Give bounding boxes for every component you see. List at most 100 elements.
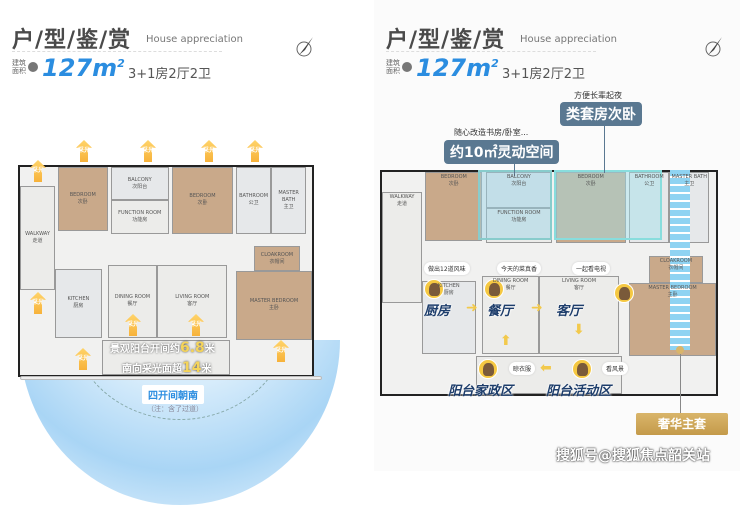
- balcony-south: [101, 339, 231, 375]
- sun-arrow: 采光: [30, 160, 46, 182]
- room-label-en: FUNCTION ROOM: [118, 209, 162, 216]
- room-label-zh: 主卧: [667, 292, 678, 298]
- zone-label: 阳台活动区: [546, 384, 612, 399]
- area-label: 建筑面积: [386, 59, 400, 75]
- left-panel: 户/型/鉴/赏 House appreciation 建筑面积 127m2 3+…: [0, 0, 372, 505]
- room-label-zh: 次卧: [197, 200, 208, 207]
- zone-label: 餐厅: [487, 304, 514, 319]
- balcony-south: [475, 356, 623, 394]
- room-label-en: LIVING ROOM: [562, 278, 597, 285]
- room-label-zh: 衣帽间: [269, 258, 285, 265]
- speech-bubble: 看风景: [602, 362, 629, 375]
- suite-bedroom-callout: 类套房次卧: [560, 102, 642, 126]
- speech-bubble: 一起看电视: [572, 262, 611, 275]
- master-suite-badge: 奢华主套: [636, 413, 728, 435]
- room-label-en: KITCHEN: [67, 296, 90, 303]
- compass-icon: [296, 37, 313, 57]
- width-dimension-line: [20, 376, 322, 380]
- area-icon: [28, 62, 38, 72]
- flex-space-highlight: [478, 170, 552, 240]
- room-label-zh: 公卫: [644, 181, 655, 187]
- flex-space-callout: 约10㎡灵动空间: [444, 140, 560, 164]
- page-subtitle: House appreciation: [520, 34, 617, 45]
- speech-bubble: 晾衣服: [509, 362, 536, 375]
- south-width-label: 南向采光面超14米: [122, 360, 212, 376]
- room-label-zh: 次阳台: [511, 181, 527, 187]
- room-label-zh: 主卧: [269, 305, 280, 312]
- room-label-zh: 餐厅: [505, 285, 516, 292]
- area-value: 127m2: [416, 54, 499, 82]
- arrow-down-icon: ⬇: [573, 322, 585, 338]
- room-label-en: BEDROOM: [189, 193, 216, 200]
- room-label-zh: 走道: [32, 237, 43, 244]
- room-label-zh: 客厅: [187, 301, 198, 308]
- callout-line: [680, 354, 681, 413]
- sun-arrow: 采光: [75, 348, 91, 370]
- master-marker: [676, 346, 684, 354]
- divider: [12, 51, 222, 52]
- master-light-strip: [670, 170, 690, 350]
- room-label-zh: 功能房: [132, 216, 148, 223]
- right-panel: 户/型/鉴/赏 House appreciation 建筑面积 127m2 3+…: [374, 0, 740, 471]
- room-label-en: BALCONY: [127, 176, 152, 183]
- compass-icon: [705, 37, 722, 57]
- sun-arrow: 采光: [76, 140, 92, 162]
- room-label-zh: 次阳台: [132, 183, 148, 190]
- room-label-en: BEDROOM: [69, 192, 96, 199]
- sun-arrow: 采光: [188, 314, 204, 336]
- room-label-zh: 主卫: [684, 181, 695, 187]
- room-label-en: DINING ROOM: [492, 278, 529, 285]
- suite-caption: 方便长辈起夜: [574, 91, 622, 100]
- room-label-en: CLOAKROOM: [260, 251, 294, 258]
- callout-line: [514, 162, 515, 176]
- area-label: 建筑面积: [12, 59, 26, 75]
- area-unit: 2: [491, 57, 499, 70]
- suite-bedroom-highlight: [554, 170, 662, 240]
- room-label-zh: 客厅: [574, 285, 585, 292]
- room-label-en: MASTER BATH: [278, 189, 299, 203]
- watermark: 搜狐号@搜狐焦点韶关站: [556, 448, 710, 464]
- zone-label: 阳台家政区: [448, 384, 514, 399]
- layout-text: 3+1房2厅2卫: [502, 67, 585, 82]
- sun-arrow: 采光: [201, 140, 217, 162]
- zone-label: 厨房: [424, 304, 451, 319]
- sun-arrow: 采光: [140, 140, 156, 162]
- arrow-right-icon: ➜: [466, 300, 478, 316]
- room-label-zh: 走道: [397, 200, 408, 207]
- room-label-en: BALCONY: [507, 174, 531, 180]
- avatar-icon: [484, 279, 504, 299]
- avatar-icon: [478, 359, 498, 379]
- area-icon: [402, 62, 412, 72]
- area-value: 127m2: [42, 54, 125, 82]
- room-label-en: CLOAKROOM: [659, 258, 693, 265]
- room-label-zh: 次卧: [448, 181, 459, 187]
- sun-arrow: 采光: [30, 292, 46, 314]
- room-label-en: BATHROOM: [634, 174, 664, 180]
- room-label-zh: 次卧: [585, 181, 596, 187]
- room-label-en: WALKWAY: [25, 230, 50, 237]
- room-label-zh: 餐厅: [127, 301, 138, 308]
- sun-arrow: 采光: [125, 314, 141, 336]
- sun-arrow: 采光: [247, 140, 263, 162]
- room-label-zh: 次卧: [77, 199, 88, 206]
- area-number: 127m: [416, 54, 492, 82]
- page-subtitle: House appreciation: [146, 34, 243, 45]
- room-label-zh: 主卫: [283, 203, 294, 210]
- area-unit: 2: [117, 57, 125, 70]
- room-label-en: MASTER BEDROOM: [249, 298, 299, 305]
- room-label-en: MASTER BEDROOM: [648, 285, 697, 291]
- room-label-en: KITCHEN: [437, 282, 460, 289]
